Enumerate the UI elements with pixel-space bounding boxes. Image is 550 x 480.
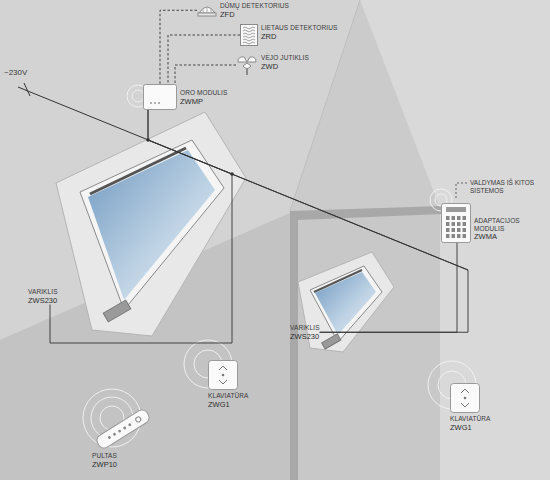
window-reveal (56, 112, 246, 336)
device-node: VĖJO JUTIKLISZWD (236, 54, 309, 76)
device-name: KLAVIATŪRA (450, 415, 491, 423)
device-node: LIETAUS DETEKTORIUSZRD (240, 24, 337, 46)
model-code: ZWMP (180, 97, 227, 106)
power-wire (148, 110, 468, 332)
device-node: PULTASZWP10 (92, 408, 154, 469)
device-node: KLAVIATŪRAZWG1 (450, 383, 491, 432)
device-icon (143, 84, 177, 110)
model-code: ZWP10 (92, 460, 117, 469)
model-code: ZWMA (474, 232, 530, 241)
device-icon (208, 360, 238, 390)
device-icon (450, 383, 480, 413)
device-name: VARIKLIS (290, 324, 320, 332)
device-node: DŪMŲ DETEKTORIUSZFD (197, 2, 289, 19)
device-text: VARIKLISZWS230 (28, 288, 58, 305)
device-name: VĖJO JUTIKLIS (261, 54, 309, 62)
device-text: VĖJO JUTIKLISZWD (261, 54, 309, 71)
device-text: ORO MODULISZWMP (180, 84, 227, 106)
device-icon (236, 54, 258, 76)
device-text: KLAVIATŪRAZWG1 (208, 392, 249, 409)
device-name: LIETAUS DETEKTORIUS (261, 24, 337, 32)
dormer-face (298, 214, 440, 480)
mains-tick (24, 83, 30, 96)
signal-wire (160, 10, 197, 84)
power-wire (50, 110, 232, 343)
leader-line (456, 183, 467, 199)
model-code: ZFD (220, 10, 289, 19)
device-node: VARIKLISZWS230 (290, 324, 320, 341)
note-label: VALDYMAS IŠ KITOS SISTEMOS (470, 179, 544, 194)
device-name: ADAPTACIJOS MODULIS (474, 217, 530, 232)
dormer-frame (290, 206, 442, 480)
window-sash (310, 266, 382, 342)
device-text: PULTASZWP10 (92, 452, 117, 469)
voltage-label: ~230V (4, 68, 27, 77)
window-motor (322, 334, 341, 349)
window-glass (88, 150, 215, 300)
device-text: ADAPTACIJOS MODULISZWMA (474, 203, 530, 241)
device-text: DŪMŲ DETEKTORIUSZFD (220, 2, 289, 19)
device-node: ADAPTACIJOS MODULISZWMA (441, 203, 530, 243)
window-sash (80, 140, 224, 310)
device-icon (92, 408, 154, 450)
wireless-rings (83, 85, 476, 447)
signal-wire (168, 35, 240, 84)
device-node: ORO MODULISZWMP (143, 84, 227, 110)
device-icon (441, 203, 471, 243)
ceiling-edge (290, 0, 360, 211)
signal-wire (175, 65, 236, 84)
window-glass (315, 272, 376, 335)
device-name: PULTAS (92, 452, 117, 460)
device-name: KLAVIATŪRA (208, 392, 249, 400)
model-code: ZWS230 (290, 332, 320, 341)
model-code: ZWG1 (208, 400, 249, 409)
device-icon (240, 24, 258, 46)
model-code: ZWG1 (450, 423, 491, 432)
power-wire (320, 243, 457, 332)
window-top-bar (314, 270, 362, 292)
window-motor (103, 300, 131, 322)
device-name: DŪMŲ DETEKTORIUS (220, 2, 289, 10)
device-name: VARIKLIS (28, 288, 58, 296)
model-code: ZRD (261, 32, 337, 41)
model-code: ZWD (261, 62, 309, 71)
device-name: ORO MODULIS (180, 89, 227, 97)
model-code: ZWS230 (28, 296, 58, 305)
window-top-bar (90, 148, 186, 194)
device-text: LIETAUS DETEKTORIUSZRD (261, 24, 337, 41)
device-text: KLAVIATŪRAZWG1 (450, 415, 491, 432)
device-node: VARIKLISZWS230 (28, 288, 58, 305)
device-icon (197, 2, 217, 17)
device-text: VARIKLISZWS230 (290, 324, 320, 341)
device-node: KLAVIATŪRAZWG1 (208, 360, 249, 409)
